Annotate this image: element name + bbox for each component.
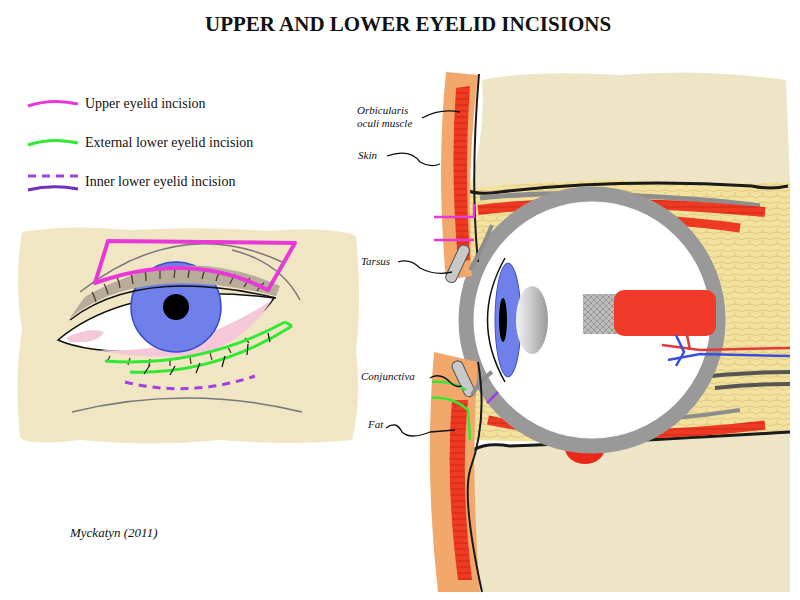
upper-eyelid [441,72,492,284]
part-label: Skin [358,149,377,162]
lower-eyelid [468,362,482,592]
leader-lines [430,376,462,387]
lower-eyelid [430,352,492,592]
optic-nerve [583,290,716,336]
eyelashes [92,267,264,302]
legend-sample-external-lower [28,140,78,145]
upper-eyelid [444,243,471,284]
part-label: Orbicularis oculi muscle [357,104,423,130]
face-skin-patch [17,227,359,443]
lower-bone [474,432,790,592]
upper-eyelid-incision [95,241,295,290]
upper-eyelid [470,225,492,270]
eye-white [66,330,104,342]
lower-eyelid [430,352,480,592]
vessels [662,330,790,366]
upper-incision-marks [434,204,474,240]
optic-nerve [614,290,716,336]
lower-bone [462,432,790,592]
upper-bone [752,186,788,188]
vessels [668,354,790,360]
diagram-title: UPPER AND LOWER EYELID INCISIONS [205,12,611,37]
orbital-rim [72,398,302,412]
vessels [676,335,684,366]
leader-lines [386,111,462,436]
globe [466,194,718,446]
external-lower-eyelid-incision [130,326,292,372]
legend-sample-upper [28,101,78,106]
leader-lines [422,111,460,118]
part-label: Fat [368,418,383,431]
vessels [686,330,690,350]
leader-lines [387,153,440,166]
external-lower-eyelid-incision [144,333,270,375]
upper-lid-cover [70,266,280,320]
part-label: Tarsus [361,255,390,268]
lower-incision-marks [432,398,470,440]
leader-lines [386,425,455,436]
external-lower-eyelid-incision [105,322,292,375]
leader-lines [398,261,452,273]
legend-sample-upper [28,101,78,106]
external-lower-eyelid-incision [285,322,292,326]
upper-lid-cover [70,286,276,320]
inner-lower-eyelid-incision [125,376,255,389]
legend-text: Inner lower eyelid incision [85,174,235,190]
face-skin-patch [17,227,359,443]
optic-nerve [583,294,619,334]
legend-text: External lower eyelid incision [85,135,253,151]
floor-lines [715,384,790,388]
legend-sample-inner-lower [28,175,78,178]
iris [163,294,189,320]
upper-incision-marks [434,204,474,240]
legend-sample-inner-lower [28,187,78,190]
upper-eyelid-incision [95,241,295,290]
lens [516,286,548,354]
orbital-rim [72,398,302,412]
legend-sample-external-lower [28,140,78,145]
inner-lower-eyelid-incision [125,376,255,389]
upper-bone [456,72,790,193]
globe [466,194,718,446]
legend-text: Upper eyelid incision [85,96,206,112]
legend-sample-inner-lower [28,176,78,190]
upper-eyelid [453,86,470,262]
credit-note: Myckatyn (2011) [70,525,157,541]
lens [516,286,548,354]
upper-eyelid [474,74,479,262]
lower-incision-marks [487,392,498,403]
part-label: Conjunctiva [361,370,415,383]
cornea-iris [499,298,507,342]
external-lower-eyelid-incision [105,322,285,362]
upper-bone [470,72,790,188]
eyelashes [92,267,264,366]
